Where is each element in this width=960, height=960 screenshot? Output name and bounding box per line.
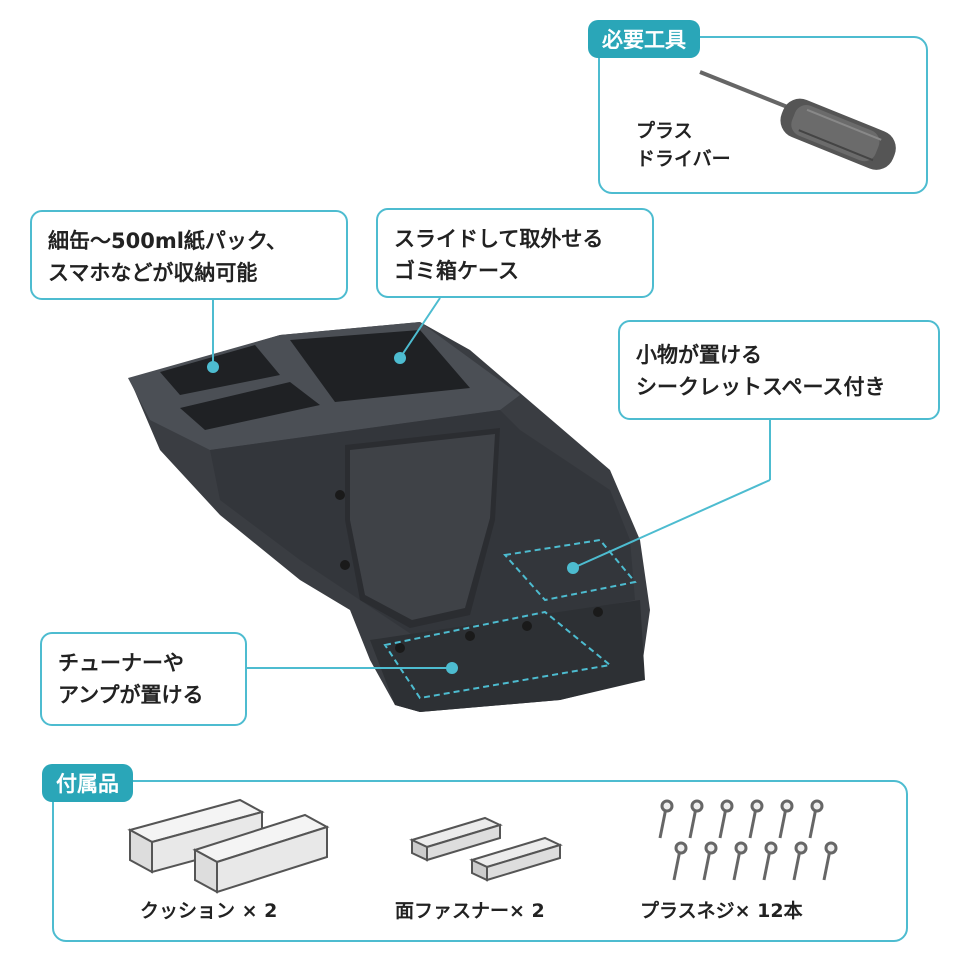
accessories-heading: 付属品 <box>42 764 133 802</box>
secret-space-callout: 小物が置ける シークレットスペース付き <box>618 320 940 420</box>
fastener-label: 面ファスナー× 2 <box>395 900 545 922</box>
cushion-label: クッション × 2 <box>140 900 278 922</box>
trash-case-callout: スライドして取外せる ゴミ箱ケース <box>376 208 654 298</box>
required-tools-heading: 必要工具 <box>588 20 700 58</box>
storage-callout: 細缶〜500ml紙パック、 スマホなどが収納可能 <box>30 210 348 300</box>
tuner-callout: チューナーや アンプが置ける <box>40 632 247 726</box>
screws-label: プラスネジ× 12本 <box>640 900 803 922</box>
screwdriver-label: プラス ドライバー <box>636 120 731 170</box>
